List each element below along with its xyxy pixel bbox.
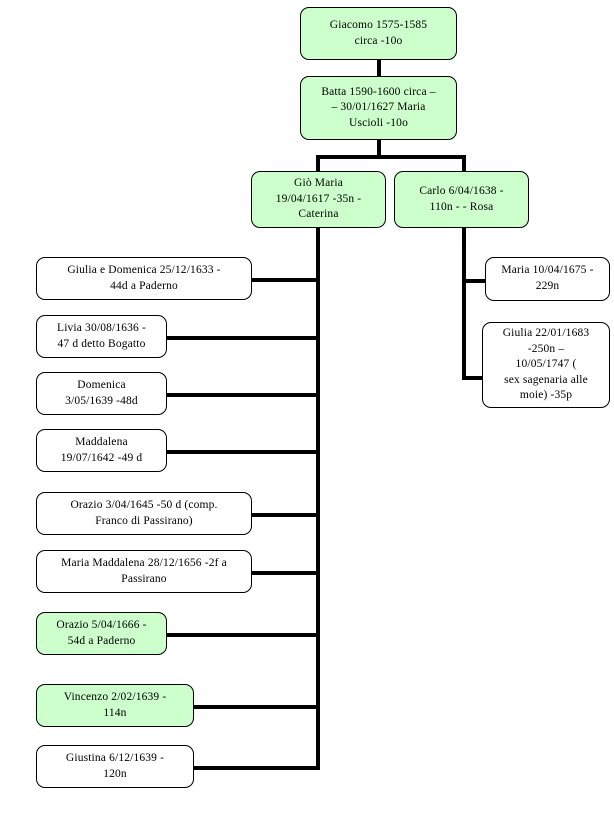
node-carlo[interactable]: Carlo 6/04/1638 - 110n - - Rosa [394, 171, 529, 228]
node-domenica[interactable]: Domenica 3/05/1639 -48d [36, 372, 167, 415]
connector-child-giulia-e-domenica [252, 278, 320, 282]
connector-child-maddalena [167, 450, 320, 454]
node-orazio-1666-label: Orazio 5/04/1666 - 54d a Paderno [56, 618, 147, 647]
node-domenica-label: Domenica 3/05/1639 -48d [65, 378, 138, 407]
connector-child-domenica [167, 393, 320, 397]
node-maria-maddalena-label: Maria Maddalena 28/12/1656 -2f a Passira… [61, 556, 227, 585]
node-giulia-1683-label: Giulia 22/01/1683 -250n – 10/05/1747 ( s… [502, 327, 590, 402]
connector-to-gio-maria [316, 155, 320, 171]
node-maddalena-label: Maddalena 19/07/1642 -49 d [60, 435, 143, 464]
node-gio-maria-label: Giò Maria 19/04/1617 -35n - Caterina [275, 177, 362, 221]
connector-child-giulia-1683 [462, 376, 490, 380]
connector-split-bar [316, 155, 466, 159]
node-giulia-e-domenica-label: Giulia e Domenica 25/12/1633 - 44d a Pad… [67, 263, 221, 292]
node-batta[interactable]: Batta 1590-1600 circa – – 30/01/1627 Mar… [300, 76, 457, 140]
node-giulia-1683[interactable]: Giulia 22/01/1683 -250n – 10/05/1747 ( s… [482, 322, 610, 408]
node-maria-1675[interactable]: Maria 10/04/1675 - 229n [485, 257, 610, 301]
node-giacomo-label: Giacomo 1575-1585 circa -10o [329, 18, 428, 47]
node-maria-maddalena[interactable]: Maria Maddalena 28/12/1656 -2f a Passira… [36, 550, 252, 593]
connector-child-giustina [194, 766, 320, 770]
node-batta-label: Batta 1590-1600 circa – – 30/01/1627 Mar… [321, 85, 436, 129]
node-vincenzo[interactable]: Vincenzo 2/02/1639 - 114n [36, 684, 194, 727]
node-livia[interactable]: Livia 30/08/1636 - 47 d detto Bogatto [36, 315, 167, 358]
connector-child-orazio-1645 [252, 513, 320, 517]
node-orazio-1666[interactable]: Orazio 5/04/1666 - 54d a Paderno [36, 612, 167, 655]
node-maddalena[interactable]: Maddalena 19/07/1642 -49 d [36, 429, 167, 472]
node-orazio-1645-label: Orazio 3/04/1645 -50 d (comp. Franco di … [70, 498, 218, 527]
node-giustina-label: Giustina 6/12/1639 - 120n [65, 751, 165, 780]
node-gio-maria[interactable]: Giò Maria 19/04/1617 -35n - Caterina [251, 171, 386, 228]
node-maria-1675-label: Maria 10/04/1675 - 229n [501, 264, 594, 292]
node-livia-label: Livia 30/08/1636 - 47 d detto Bogatto [57, 321, 146, 350]
connector-child-maria-1675 [462, 279, 490, 283]
connector-to-carlo [462, 155, 466, 171]
node-giustina[interactable]: Giustina 6/12/1639 - 120n [36, 745, 194, 788]
node-orazio-1645[interactable]: Orazio 3/04/1645 -50 d (comp. Franco di … [36, 492, 252, 535]
connector-batta-down [377, 140, 381, 157]
node-vincenzo-label: Vincenzo 2/02/1639 - 114n [63, 690, 167, 719]
connector-carlo-trunk [462, 228, 466, 380]
node-giacomo[interactable]: Giacomo 1575-1585 circa -10o [300, 7, 457, 60]
connector-child-livia [167, 336, 320, 340]
node-giulia-e-domenica[interactable]: Giulia e Domenica 25/12/1633 - 44d a Pad… [36, 257, 252, 300]
connector-child-orazio-1666 [167, 633, 320, 637]
connector-giacomo-to-batta [377, 58, 381, 76]
connector-child-vincenzo [194, 705, 320, 709]
connector-gio-maria-trunk [316, 228, 320, 768]
node-carlo-label: Carlo 6/04/1638 - 110n - - Rosa [419, 184, 504, 213]
connector-child-maria-maddalena [252, 571, 320, 575]
